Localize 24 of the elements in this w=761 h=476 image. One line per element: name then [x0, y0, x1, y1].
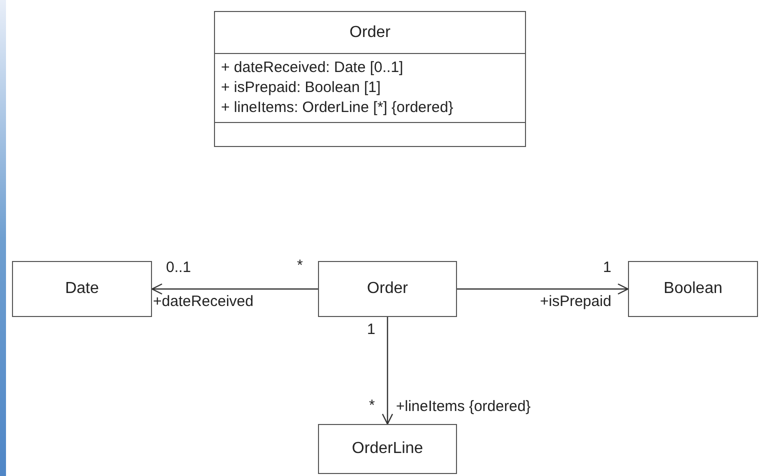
multiplicity-label: 1	[603, 259, 612, 277]
class-box	[12, 261, 152, 317]
role-label: +dateReceived	[153, 293, 254, 311]
association-arrow	[382, 317, 394, 425]
class-name: Order	[367, 279, 408, 299]
class-box	[318, 424, 457, 474]
association-arrow	[151, 283, 318, 295]
class-box	[318, 261, 457, 317]
class-name: Date	[65, 279, 99, 299]
class-box	[214, 11, 526, 147]
attribute-text: + lineItems: OrderLine [*] {ordered}	[221, 98, 454, 118]
class-box	[628, 261, 758, 317]
multiplicity-label: 1	[367, 321, 376, 339]
role-label: +isPrepaid	[540, 293, 612, 311]
attribute-text: + dateReceived: Date [0..1]	[221, 58, 404, 78]
multiplicity-label: 0..1	[166, 259, 192, 277]
class-name: OrderLine	[352, 439, 424, 459]
role-label: +lineItems {ordered}	[396, 398, 531, 416]
association-arrow	[457, 283, 629, 295]
class-name: Order	[350, 22, 390, 42]
class-name: Boolean	[664, 279, 722, 299]
attribute-text: + isPrepaid: Boolean [1]	[221, 78, 382, 98]
multiplicity-label: *	[297, 257, 303, 275]
multiplicity-label: *	[369, 397, 375, 415]
